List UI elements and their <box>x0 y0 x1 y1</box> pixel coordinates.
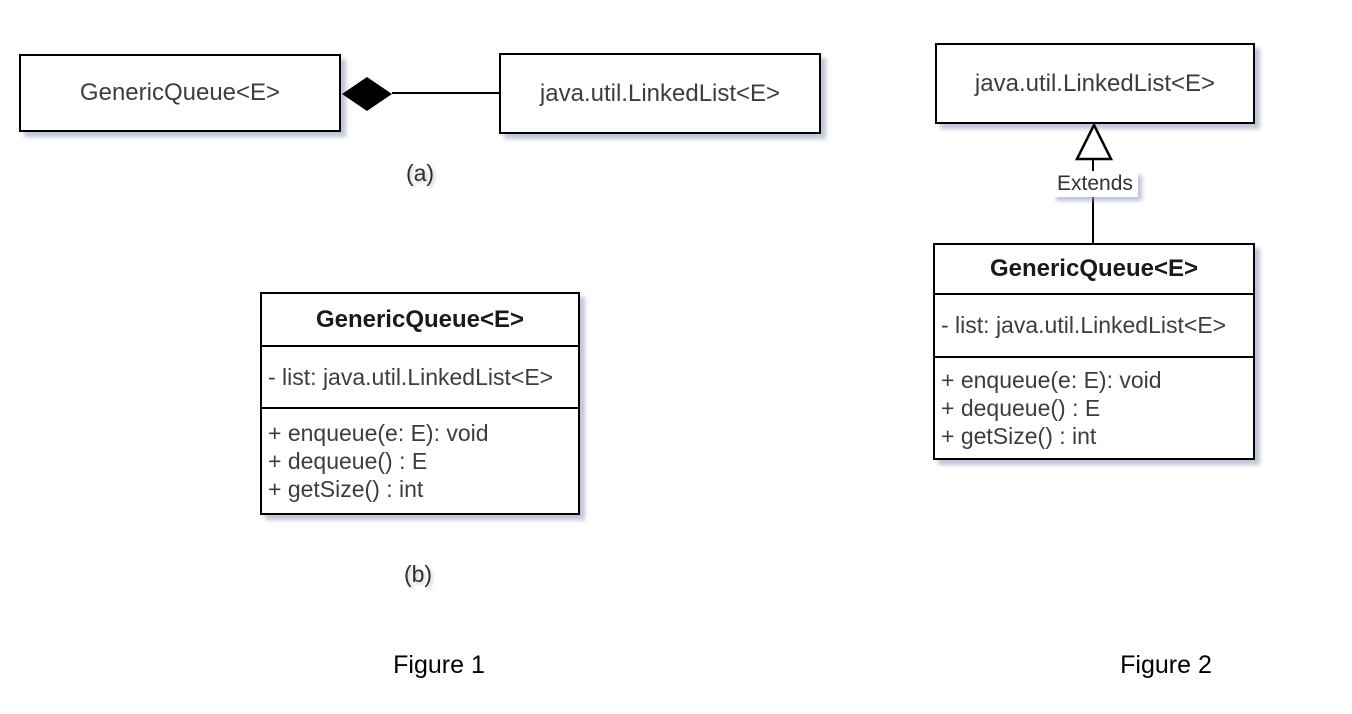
class-title: GenericQueue<E> <box>315 305 525 333</box>
genericqueue-box-a-label: GenericQueue<E> <box>79 79 281 106</box>
genericqueue-class-box-b: GenericQueue<E> - list: java.util.Linked… <box>260 292 580 515</box>
method-line: + dequeue() : E <box>268 448 428 474</box>
attribute-line: - list: java.util.LinkedList<E> <box>941 312 1227 338</box>
inheritance-link-line <box>1092 159 1094 243</box>
method-line: + dequeue() : E <box>941 395 1101 421</box>
figure2-caption: Figure 2 <box>1120 651 1212 679</box>
class-methods-compartment: + enqueue(e: E): void + dequeue() : E + … <box>262 409 578 513</box>
genericqueue-box-a: GenericQueue<E> <box>19 54 341 132</box>
caption-part-b: (b) <box>403 561 433 587</box>
linkedlist-box-a: java.util.LinkedList<E> <box>499 53 821 134</box>
class-attributes-compartment: - list: java.util.LinkedList<E> <box>935 295 1253 358</box>
linkedlist-box-fig2: java.util.LinkedList<E> <box>935 43 1255 124</box>
method-line: + getSize() : int <box>941 423 1097 449</box>
extends-label: Extends <box>1052 171 1138 197</box>
composition-diamond-icon <box>342 77 392 111</box>
genericqueue-class-box-fig2: GenericQueue<E> - list: java.util.Linked… <box>933 243 1255 460</box>
linkedlist-box-a-label: java.util.LinkedList<E> <box>539 79 781 107</box>
linkedlist-box-fig2-label: java.util.LinkedList<E> <box>974 69 1216 97</box>
inheritance-triangle-icon <box>1074 122 1114 161</box>
class-title: GenericQueue<E> <box>989 255 1199 282</box>
caption-part-a: (a) <box>405 160 435 186</box>
figure1-caption: Figure 1 <box>393 651 485 679</box>
class-title-compartment: GenericQueue<E> <box>935 245 1253 295</box>
method-line: + getSize() : int <box>268 476 424 502</box>
class-title-compartment: GenericQueue<E> <box>262 294 578 347</box>
class-methods-compartment: + enqueue(e: E): void + dequeue() : E + … <box>935 358 1253 458</box>
method-line: + enqueue(e: E): void <box>268 420 489 446</box>
class-attributes-compartment: - list: java.util.LinkedList<E> <box>262 347 578 409</box>
attribute-line: - list: java.util.LinkedList<E> <box>268 363 554 390</box>
composition-link-line <box>392 92 500 94</box>
method-line: + enqueue(e: E): void <box>941 367 1162 393</box>
